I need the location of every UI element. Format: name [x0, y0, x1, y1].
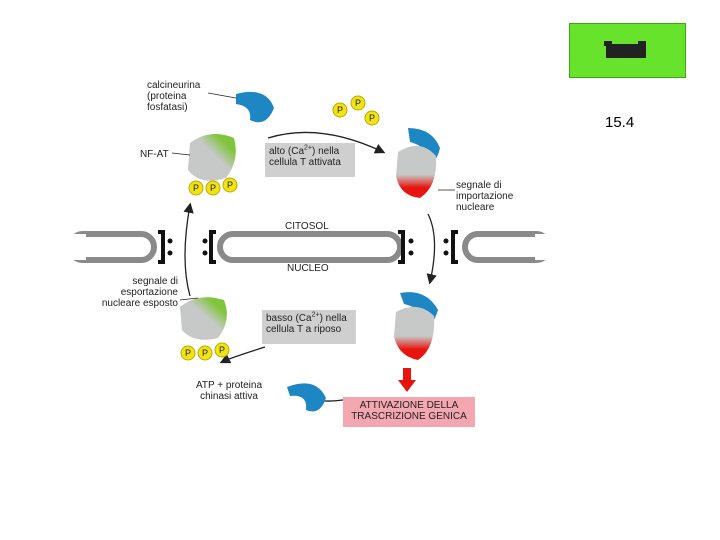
phosphate-icons	[332, 95, 380, 126]
calcineurin-line-3: fosfatasi)	[147, 102, 188, 113]
export-signal-label: segnale di esportazione nucleare esposto	[86, 276, 178, 309]
high-ca-text-2: ) nella	[312, 146, 340, 157]
low-calcium-box: basso (Ca2+) nella cellula T a riposo	[262, 310, 356, 344]
phosphate-icons	[180, 342, 230, 361]
import-line-1: segnale di	[456, 180, 502, 191]
activation-arrow	[398, 368, 416, 392]
phosphate-label: P	[355, 98, 362, 108]
page-number: 15.4	[605, 114, 635, 131]
phosphate-label: P	[337, 105, 344, 115]
nfat-label: NF-AT	[140, 149, 169, 160]
phosphate-label: P	[227, 180, 234, 190]
phosphate-label: P	[202, 348, 209, 358]
phosphate-label: P	[193, 183, 200, 193]
low-ca-text: basso (Ca	[266, 313, 312, 324]
calcineurin-line-1: calcineurina	[147, 80, 201, 91]
high-ca-superscript: 2+	[304, 144, 312, 152]
activation-line-2: TRASCRIZIONE GENICA	[351, 411, 467, 422]
nuclear-membrane	[56, 231, 565, 263]
phosphate-label: P	[219, 345, 226, 355]
phosphate-label: P	[185, 348, 192, 358]
low-ca-text-2: ) nella	[319, 313, 347, 324]
activation-line-1: ATTIVAZIONE DELLA	[359, 400, 459, 411]
calcineurin-label: calcineurina (proteina fosfatasi)	[147, 80, 200, 113]
activation-box: ATTIVAZIONE DELLA TRASCRIZIONE GENICA	[343, 397, 475, 427]
atp-kinase-label: ATP + proteina chinasi attiva	[186, 380, 272, 402]
atp-line-2: chinasi attiva	[200, 391, 258, 402]
export-line-1: segnale di	[132, 276, 178, 287]
import-signal-label: segnale di importazione nucleare	[456, 180, 513, 213]
import-line-2: importazione	[456, 191, 514, 202]
low-ca-line-2: cellula T a riposo	[266, 324, 342, 335]
phosphate-label: P	[369, 113, 376, 123]
phosphate-label: P	[210, 183, 217, 193]
export-line-2: esportazione	[120, 287, 178, 298]
high-ca-line-2: cellula T attivata	[269, 157, 341, 168]
cytosol-label: CITOSOL	[285, 221, 329, 232]
pore-dots	[167, 238, 449, 256]
calcineurin-line-2: (proteina	[147, 91, 187, 102]
high-ca-text: alto (Ca	[269, 146, 305, 157]
atp-line-1: ATP + proteina	[195, 380, 263, 391]
high-calcium-box: alto (Ca2+) nella cellula T attivata	[265, 143, 355, 177]
export-line-3: nucleare esposto	[101, 298, 178, 309]
nuclear-pores	[158, 230, 458, 264]
pointer-lines	[171, 92, 455, 301]
import-line-3: nucleare	[456, 202, 495, 213]
low-ca-superscript: 2+	[311, 311, 320, 319]
nucleus-label: NUCLEO	[287, 263, 329, 274]
film-icon	[604, 41, 646, 58]
green-nav-button[interactable]	[569, 23, 686, 78]
cycle-arrows	[183, 131, 437, 405]
nfat-bodies	[180, 134, 437, 360]
phosphate-icons	[188, 177, 238, 196]
